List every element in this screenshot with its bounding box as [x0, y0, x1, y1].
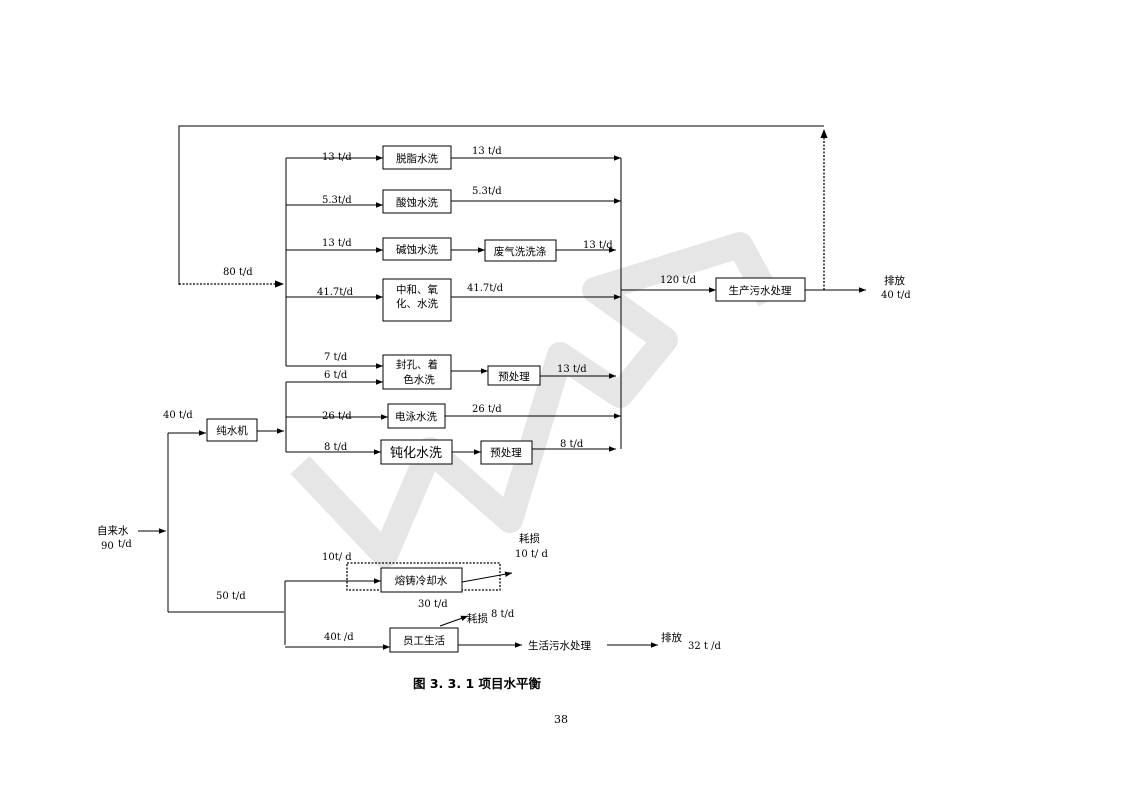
- label-degrease-wash: 脱脂水洗: [396, 152, 438, 165]
- flow-alkali-in: 13 t/d: [322, 238, 352, 249]
- flow-production-wastewater-in: 120 t/d: [660, 275, 697, 286]
- page-number: 38: [554, 713, 568, 726]
- flow-pretreatment-2-out: 8 t/d: [560, 439, 584, 450]
- label-tap-water: 自来水: [97, 524, 129, 537]
- flow-electro-out: 26 t/d: [472, 404, 502, 415]
- box-pretreatment-1: 预处理: [487, 365, 541, 386]
- flow-pickle-out: 5.3t/d: [472, 186, 502, 197]
- label-casting-cooling-water: 熔铸冷却水: [395, 574, 448, 587]
- flow-casting-loss-label: 耗损: [519, 532, 540, 545]
- label-pickling-wash: 酸蚀水洗: [396, 196, 438, 209]
- flow-degrease-in: 13 t/d: [322, 152, 352, 163]
- box-alkali-etch-wash: 碱蚀水洗: [382, 237, 452, 261]
- flow-exhaust-out: 13 t/d: [583, 240, 613, 251]
- flow-neutral-out: 41.7t/d: [467, 283, 504, 294]
- box-passivation-wash: 钝化水洗: [380, 439, 453, 465]
- flow-degrease-out: 13 t/d: [472, 146, 502, 157]
- flow-casting-in: 10t/ d: [322, 552, 352, 563]
- flow-seal-in-a: 7 t/d: [324, 352, 348, 363]
- label-domestic-wastewater-treatment: 生活污水处理: [528, 639, 591, 652]
- label-neutralize-line2: 化、水洗: [396, 297, 438, 310]
- process-boxes: 脱脂水洗 酸蚀水洗 碱蚀水洗 废气洗洗涤 中和、氧 化、水洗 封孔、着 色水洗 …: [97, 145, 806, 653]
- label-neutralize-line1: 中和、氧: [396, 283, 438, 296]
- flow-pickle-in: 5.3t/d: [322, 195, 352, 206]
- flow-staff-loss: 8 t/d: [491, 609, 515, 620]
- flow-pretreatment-1-out: 13 t/d: [557, 364, 587, 375]
- flow-tap-value: 90: [101, 541, 114, 552]
- flow-labels: 13 t/d 13 t/d 5.3t/d 5.3t/d 13 t/d 13 t/…: [101, 146, 911, 652]
- flow-casting-loss: 10 t/ d: [515, 549, 548, 560]
- box-seal-color-wash: 封孔、着 色水洗: [382, 354, 452, 390]
- flow-purifier-in: 40 t/d: [163, 410, 193, 421]
- label-pretreatment-2: 预处理: [490, 447, 522, 459]
- flow-passivation-in: 8 t/d: [324, 442, 348, 453]
- label-electrophoresis-wash: 电泳水洗: [395, 410, 437, 423]
- box-production-wastewater-treatment: 生产污水处理: [715, 277, 806, 302]
- box-electrophoresis-wash: 电泳水洗: [387, 403, 446, 429]
- box-exhaust-scrubbing: 废气洗洗涤: [484, 239, 557, 262]
- label-seal-line1: 封孔、着: [396, 358, 438, 371]
- figure-caption: 图 3. 3. 1 项目水平衡: [413, 676, 541, 691]
- label-passivation-wash: 钝化水洗: [390, 446, 442, 461]
- flow-neutral-in: 41.7t/d: [317, 287, 354, 298]
- flow-staff-loss-label: 耗损: [467, 612, 488, 625]
- flow-electro-in: 26 t/d: [322, 411, 352, 422]
- discharge-production-label: 排放: [884, 274, 905, 287]
- box-casting-cooling-water: 熔铸冷却水: [380, 567, 463, 593]
- label-exhaust-scrubbing: 废气洗洗涤: [494, 245, 547, 258]
- flow-lines: [138, 125, 866, 650]
- box-pickling-wash: 酸蚀水洗: [382, 189, 452, 214]
- box-staff-domestic: 员工生活: [389, 627, 459, 653]
- label-production-wastewater-treatment: 生产污水处理: [729, 284, 792, 297]
- label-pretreatment-1: 预处理: [498, 371, 530, 383]
- flow-seal-in-b: 6 t/d: [324, 370, 348, 381]
- box-degrease-wash: 脱脂水洗: [382, 145, 452, 170]
- flow-recycle: 80 t/d: [223, 267, 253, 278]
- label-pure-water-machine: 纯水机: [216, 424, 248, 437]
- box-pure-water-machine: 纯水机: [206, 418, 258, 442]
- watermark: [290, 232, 782, 568]
- label-seal-line2: 色水洗: [403, 373, 435, 386]
- label-staff-domestic: 员工生活: [403, 634, 445, 647]
- flow-casting-recycle: 30 t/d: [418, 599, 448, 610]
- flow-staff-in: 40t /d: [324, 632, 354, 643]
- flow-domestic: 50 t/d: [216, 591, 246, 602]
- box-pretreatment-2: 预处理: [480, 440, 533, 465]
- discharge-production-value: 40 t/d: [881, 290, 911, 301]
- label-alkali-etch-wash: 碱蚀水洗: [396, 243, 438, 256]
- discharge-domestic-label: 排放: [661, 631, 682, 644]
- box-neutralize-oxidize-wash: 中和、氧 化、水洗: [382, 278, 452, 322]
- flow-tap-unit: t/d: [118, 539, 132, 550]
- discharge-domestic-value: 32 t /d: [688, 641, 721, 652]
